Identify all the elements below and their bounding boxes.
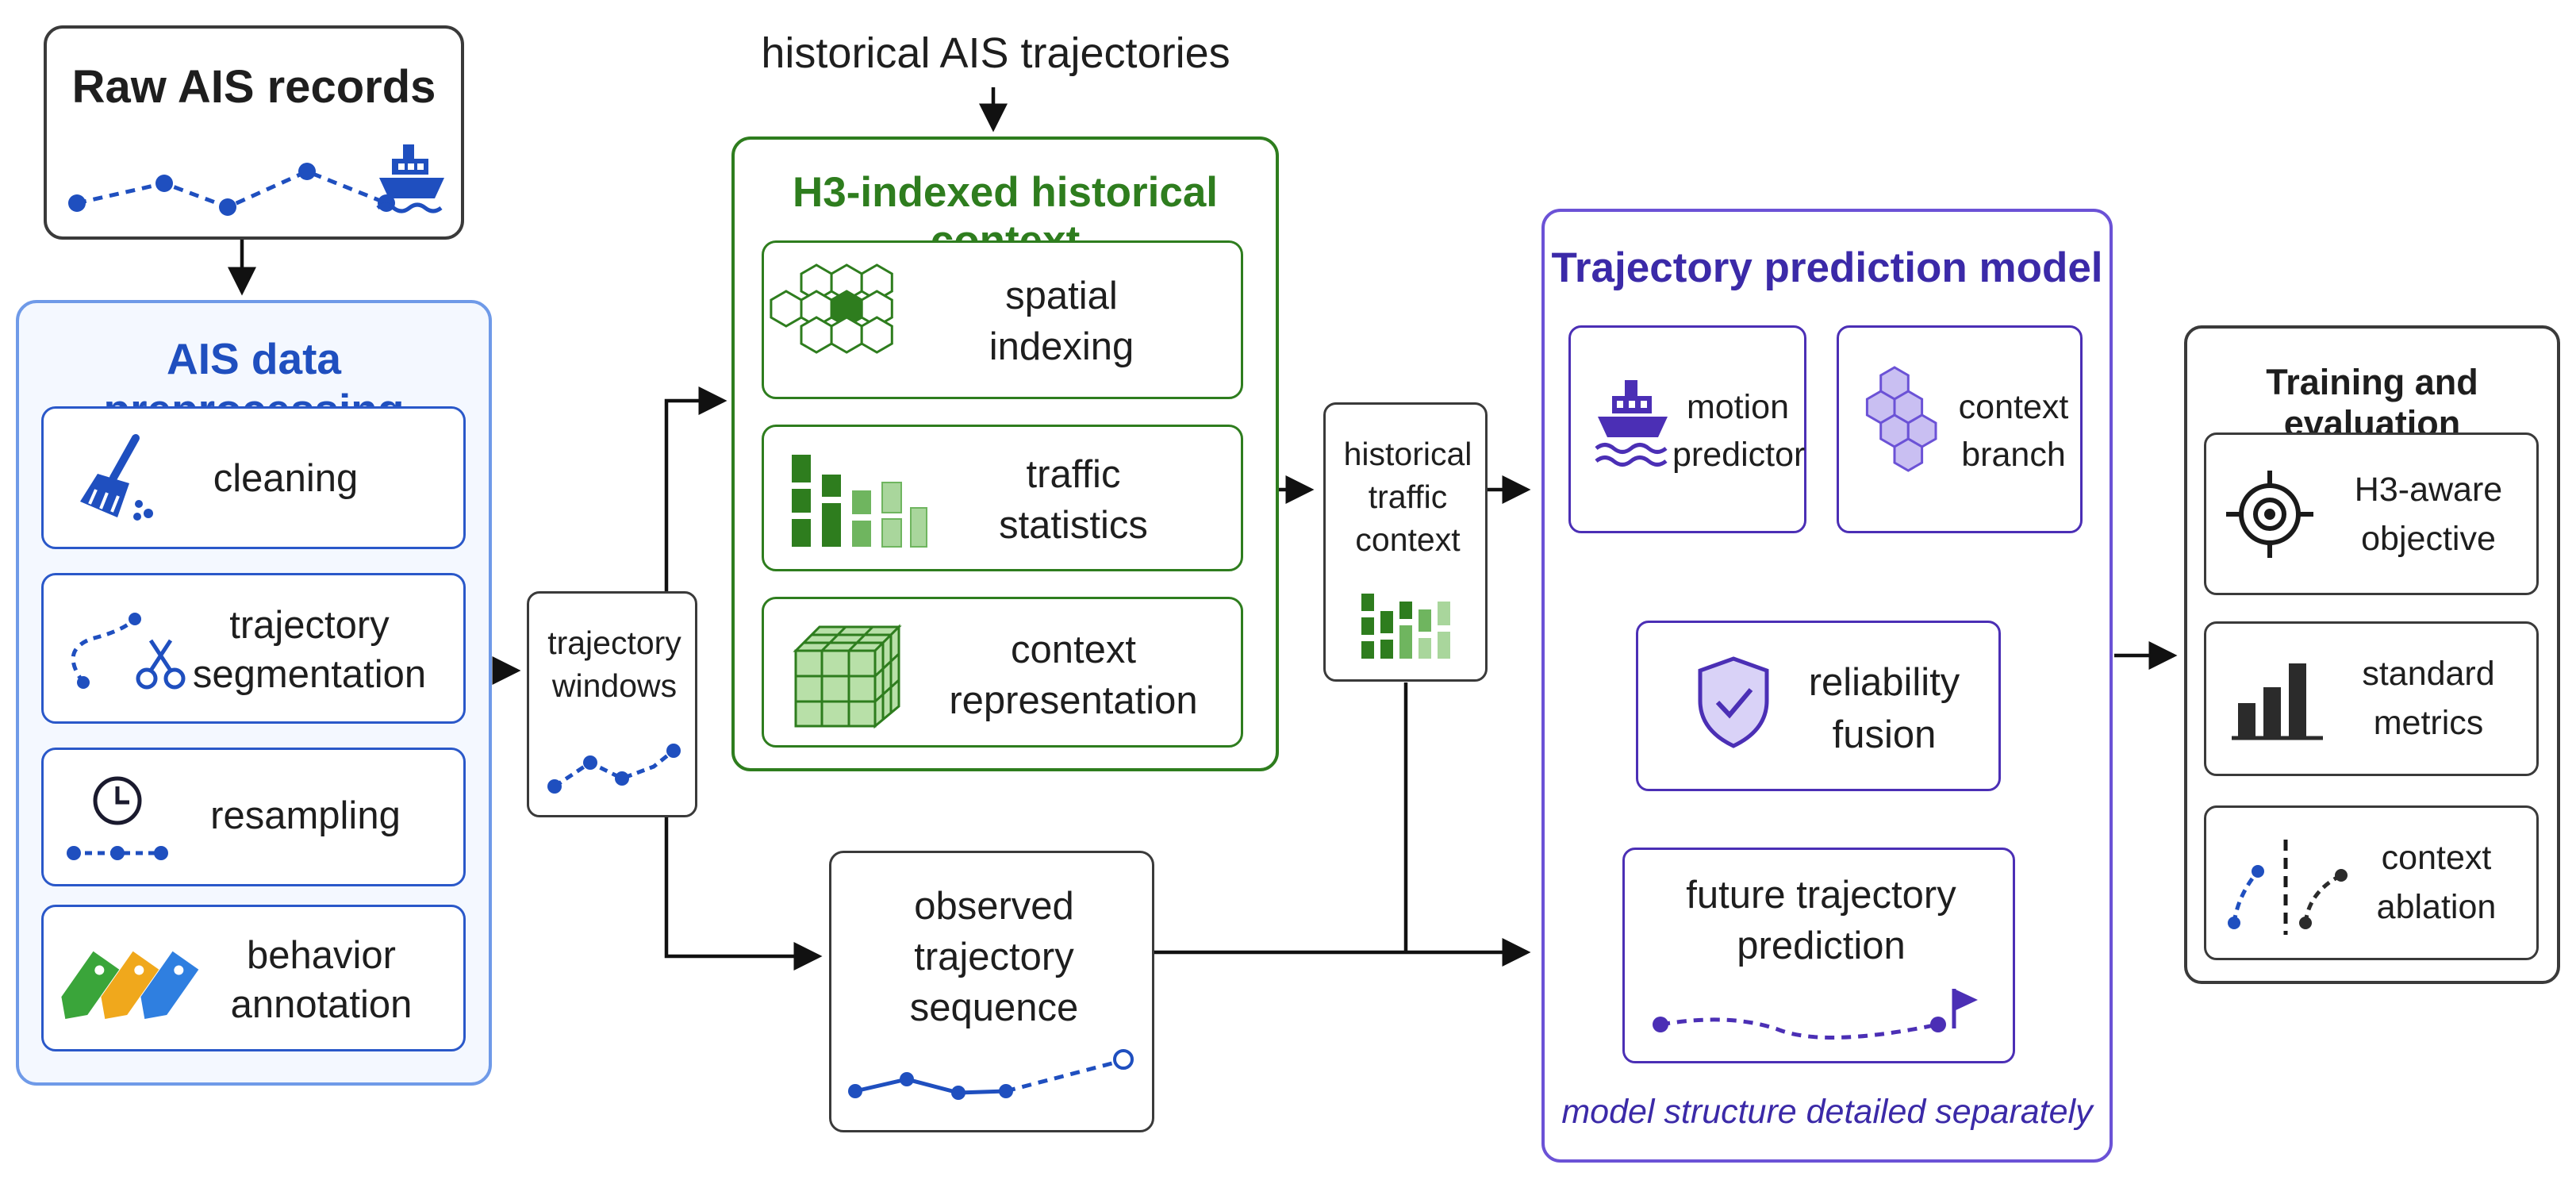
windows-trajectory-icon: [547, 744, 681, 794]
hexagon-cell: [830, 316, 863, 354]
motion-predictor-label: motion predictor: [1672, 388, 1806, 474]
observed-trajectory-icon: [848, 1049, 1134, 1100]
raw-ais-records-box: Raw AIS records: [44, 25, 464, 240]
hexagon-cell: [860, 263, 893, 302]
step-cleaning-card: cleaning: [41, 406, 466, 549]
reliability-fusion-label: reliability fusion: [1808, 661, 1960, 756]
step-segmentation-label: trajectory segmentation: [192, 604, 427, 696]
tags-icon: [61, 951, 199, 1019]
hexagon-cell: [860, 316, 893, 354]
hexagon-grid-icon: [770, 263, 893, 354]
raw-trajectory-dots-icon: [68, 163, 395, 216]
spatial-indexing-card: spatial indexing: [762, 240, 1243, 399]
historical-trajectories-label: historical AIS trajectories: [761, 29, 1230, 77]
historical-traffic-context-label: historical traffic context: [1343, 436, 1472, 558]
context-representation-card: context representation: [762, 597, 1243, 748]
observed-sequence-box: observed trajectory sequence: [829, 851, 1154, 1132]
observed-sequence-label: observed trajectory sequence: [909, 885, 1079, 1029]
target-icon: [2226, 471, 2313, 558]
historical-traffic-context-box: historical traffic context: [1323, 402, 1488, 682]
context-representation-label: context representation: [949, 629, 1198, 722]
hexagon-cluster-icon: [1865, 366, 1937, 472]
traffic-statistics-label: traffic statistics: [999, 453, 1148, 547]
future-prediction-label: future trajectory prediction: [1686, 874, 1956, 967]
motion-predictor-card: motion predictor: [1568, 325, 1806, 533]
context-branch-label: context branch: [1958, 388, 2069, 474]
broom-icon: [80, 434, 153, 521]
standard-metrics-card: standard metrics: [2204, 621, 2539, 776]
prediction-model-title: Trajectory prediction model: [1551, 244, 2103, 291]
context-branch-card: context branch: [1837, 325, 2083, 533]
trajectory-windows-label: trajectory windows: [547, 625, 681, 704]
future-prediction-card: future trajectory prediction: [1622, 848, 2015, 1063]
ship-icon: [1595, 380, 1668, 467]
model-note: model structure detailed separately: [1561, 1093, 2093, 1131]
step-annotation-card: behavior annotation: [41, 905, 466, 1051]
step-segmentation-card: trajectory segmentation: [41, 573, 466, 724]
ablation-icon: [2228, 840, 2348, 935]
step-annotation-label: behavior annotation: [230, 934, 413, 1026]
bar-chart-icon: [792, 455, 927, 548]
context-ablation-card: context ablation: [2204, 805, 2539, 960]
predicted-route-flag-icon: [1653, 989, 1978, 1040]
traffic-bars-icon: [1361, 594, 1450, 659]
reliability-fusion-card: reliability fusion: [1636, 621, 2001, 791]
hexagon-cell: [770, 290, 803, 328]
shield-check-icon: [1698, 656, 1769, 748]
trajectory-windows-box: trajectory windows: [527, 591, 697, 817]
step-resampling-label: resampling: [210, 794, 401, 837]
scissors-icon: [71, 613, 186, 690]
hexagon-cell: [800, 316, 833, 354]
bar-chart-icon: [2232, 663, 2323, 740]
traffic-statistics-card: traffic statistics: [762, 425, 1243, 571]
hexagon-cell: [860, 290, 893, 328]
clock-icon: [67, 776, 168, 860]
step-resampling-card: resampling: [41, 748, 466, 886]
hexagon-cell: [1893, 437, 1924, 472]
spatial-indexing-label: spatial indexing: [989, 275, 1134, 368]
raw-ais-title: Raw AIS records: [71, 61, 436, 113]
step-cleaning-label: cleaning: [213, 457, 359, 500]
h3-aware-objective-label: H3-aware objective: [2354, 471, 2503, 558]
context-ablation-label: context ablation: [2376, 839, 2497, 926]
h3-aware-objective-card: H3-aware objective: [2204, 432, 2539, 595]
cube-grid-icon: [793, 624, 902, 729]
standard-metrics-label: standard metrics: [2362, 655, 2495, 742]
ship-icon: [376, 144, 444, 213]
